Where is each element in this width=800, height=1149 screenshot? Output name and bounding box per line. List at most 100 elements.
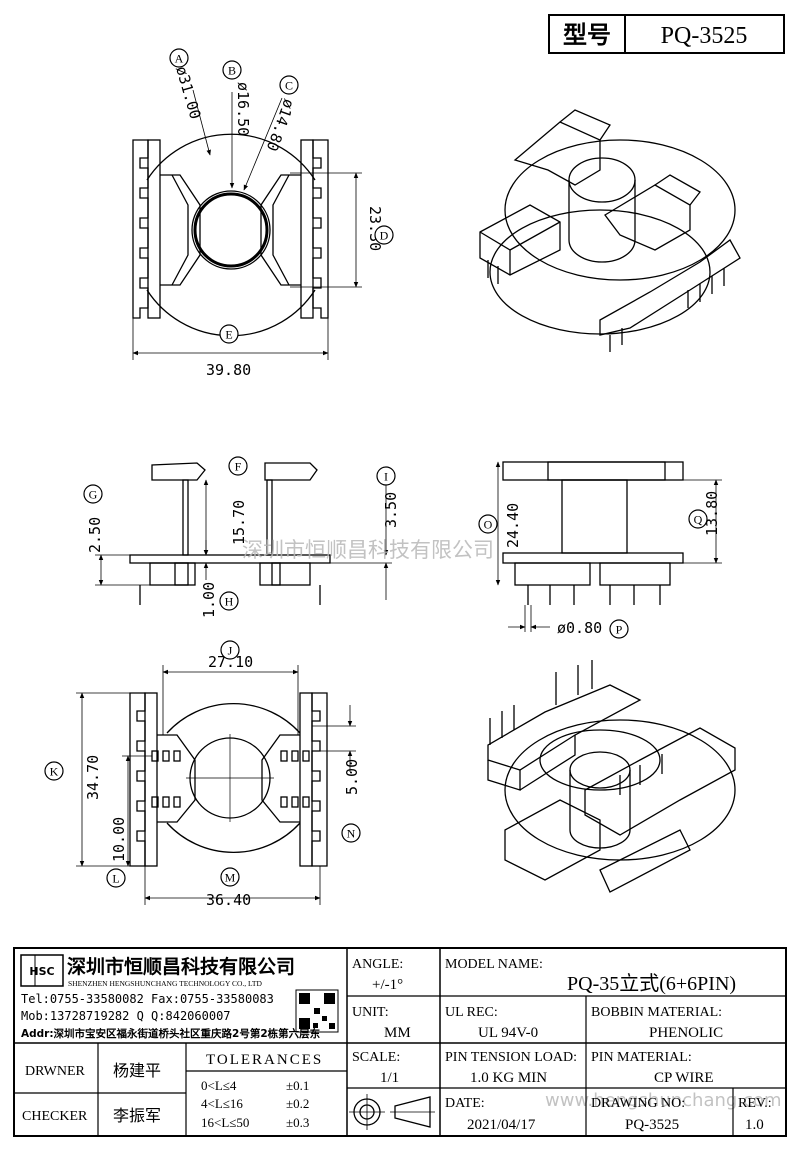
tolerance-range-3: 16<L≤50	[201, 1115, 249, 1130]
marker-k: K	[44, 761, 64, 781]
dim-F-text: 15.70	[230, 500, 248, 545]
marker-letter: O	[484, 518, 493, 532]
marker-f: F	[228, 456, 248, 476]
marker-e: E	[219, 324, 239, 344]
front-view	[495, 461, 722, 632]
rev-label: REV.:	[738, 1096, 772, 1111]
ul-rec-value: UL 94V-0	[478, 1025, 538, 1041]
marker-letter: M	[225, 871, 236, 885]
model-box: 型号 PQ-3525	[548, 14, 785, 54]
marker-letter: P	[616, 623, 623, 637]
marker-a: A	[169, 48, 189, 68]
marker-circle	[106, 868, 126, 888]
ul-rec-label: UL REC:	[445, 1005, 498, 1020]
tolerance-range-1: 0<L≤4	[201, 1078, 237, 1093]
scale-value: 1/1	[380, 1070, 399, 1086]
company-mob-qq: Mob:13728719282 Q Q:842060007	[21, 1009, 231, 1023]
dim-K-text: 34.70	[84, 755, 102, 800]
marker-letter: L	[112, 872, 119, 886]
company-logo: HSC	[29, 965, 54, 978]
dim-O-text: 24.40	[504, 503, 522, 548]
marker-letter: N	[347, 827, 356, 841]
side-view	[95, 462, 392, 605]
dim-N-text: 5.00	[343, 759, 361, 795]
marker-o: O	[478, 514, 498, 534]
bottom-view	[76, 665, 356, 905]
marker-circle	[341, 823, 361, 843]
marker-letter: K	[50, 765, 59, 779]
tolerance-value-3: ±0.3	[286, 1115, 309, 1130]
marker-q: Q	[688, 509, 708, 529]
tolerance-value-2: ±0.2	[286, 1096, 309, 1111]
pin-material-label: PIN MATERIAL:	[591, 1050, 692, 1065]
dim-Q-text: 13.80	[703, 491, 721, 536]
marker-p: P	[609, 619, 629, 639]
marker-circle	[220, 867, 240, 887]
marker-circle	[220, 640, 240, 660]
watermark-url: www.hengshunchang.com	[545, 1090, 782, 1111]
model-name-value: PQ-35立式(6+6PIN)	[567, 972, 736, 995]
dim-B-text: ø16.50	[234, 82, 252, 136]
model-label: 型号	[563, 22, 611, 49]
marker-circle	[279, 75, 299, 95]
marker-g: G	[83, 484, 103, 504]
drawer-label: DRWNER	[25, 1064, 86, 1079]
company-name-cn: 深圳市恒顺昌科技有限公司	[67, 955, 295, 978]
company-name-en: SHENZHEN HENGSHUNCHANG TECHNOLOGY CO., L…	[68, 979, 262, 988]
angle-label: ANGLE:	[352, 957, 403, 972]
company-address: Addr:深圳市宝安区福永街道桥头社区重庆路2号第2栋第六层东	[21, 1027, 321, 1040]
unit-label: UNIT:	[352, 1005, 389, 1020]
watermark-text: 深圳市恒顺昌科技有限公司	[242, 538, 494, 562]
marker-circle	[83, 484, 103, 504]
dim-H-text: 1.00	[200, 582, 218, 618]
marker-d: D	[374, 225, 394, 245]
marker-letter: A	[175, 52, 184, 66]
marker-circle	[688, 509, 708, 529]
scale-label: SCALE:	[352, 1050, 400, 1065]
marker-circle	[376, 466, 396, 486]
marker-letter: C	[285, 79, 293, 93]
dim-P-text: ø0.80	[557, 619, 602, 637]
marker-letter: H	[225, 595, 234, 609]
marker-circle	[219, 324, 239, 344]
tolerance-range-2: 4<L≤16	[201, 1096, 243, 1111]
tolerance-value-1: ±0.1	[286, 1078, 309, 1093]
dim-A-text: ø31.00	[172, 64, 204, 121]
marker-circle	[169, 48, 189, 68]
marker-letter: G	[89, 488, 98, 502]
marker-circle	[219, 591, 239, 611]
marker-letter: J	[228, 644, 233, 658]
model-name-label: MODEL NAME:	[445, 957, 543, 972]
pin-tension-value: 1.0 KG MIN	[470, 1070, 547, 1086]
dim-I-text: 3.50	[382, 492, 400, 528]
iso-view-top	[479, 109, 741, 352]
marker-circle	[478, 514, 498, 534]
markers: A B C D E F G H I J K L M N O P Q	[44, 48, 708, 888]
unit-value: MM	[384, 1025, 411, 1041]
dim-J-text: 27.10	[208, 653, 253, 671]
marker-circle	[609, 619, 629, 639]
marker-circle	[228, 456, 248, 476]
pin-material-value: CP WIRE	[654, 1070, 714, 1086]
marker-circle	[374, 225, 394, 245]
company-tel-fax: Tel:0755-33580082 Fax:0755-33580083	[21, 992, 274, 1006]
marker-m: M	[220, 867, 240, 887]
checker-name: 李振军	[113, 1106, 161, 1125]
marker-j: J	[220, 640, 240, 660]
dim-M-text: 36.40	[206, 891, 251, 909]
marker-b: B	[222, 60, 242, 80]
marker-circle	[222, 60, 242, 80]
model-value: PQ-3525	[661, 23, 748, 49]
marker-letter: E	[225, 328, 232, 342]
marker-letter: I	[384, 470, 388, 484]
drawer-name: 杨建平	[113, 1061, 161, 1080]
marker-c: C	[279, 75, 299, 95]
marker-letter: B	[228, 64, 236, 78]
marker-l: L	[106, 868, 126, 888]
marker-h: H	[219, 591, 239, 611]
rev-value: 1.0	[745, 1117, 764, 1133]
drawing-no-value: PQ-3525	[625, 1117, 679, 1133]
bobbin-material-value: PHENOLIC	[649, 1025, 723, 1041]
dim-E-text: 39.80	[206, 361, 251, 379]
pin-tension-label: PIN TENSION LOAD:	[445, 1050, 577, 1065]
